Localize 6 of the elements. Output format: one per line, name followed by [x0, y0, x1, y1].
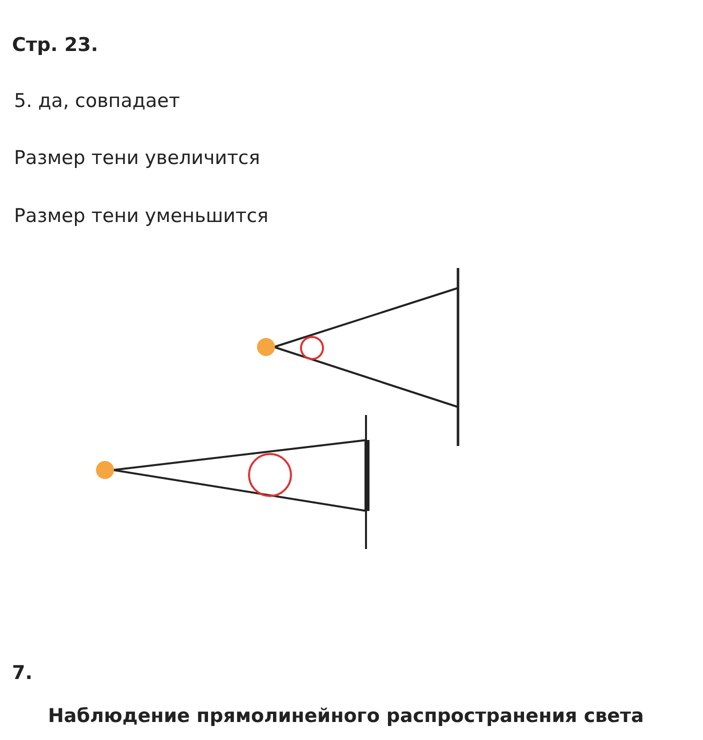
- answer-text: Размер тени увеличится: [14, 147, 260, 169]
- answer-text: Размер тени уменьшится: [14, 205, 268, 227]
- section-heading: Наблюдение прямолинейного распространения света: [48, 705, 644, 727]
- answer-text: 5. да, совпадает: [14, 90, 180, 112]
- page-heading: Стр. 23.: [12, 34, 98, 56]
- task-number: 7.: [12, 662, 32, 684]
